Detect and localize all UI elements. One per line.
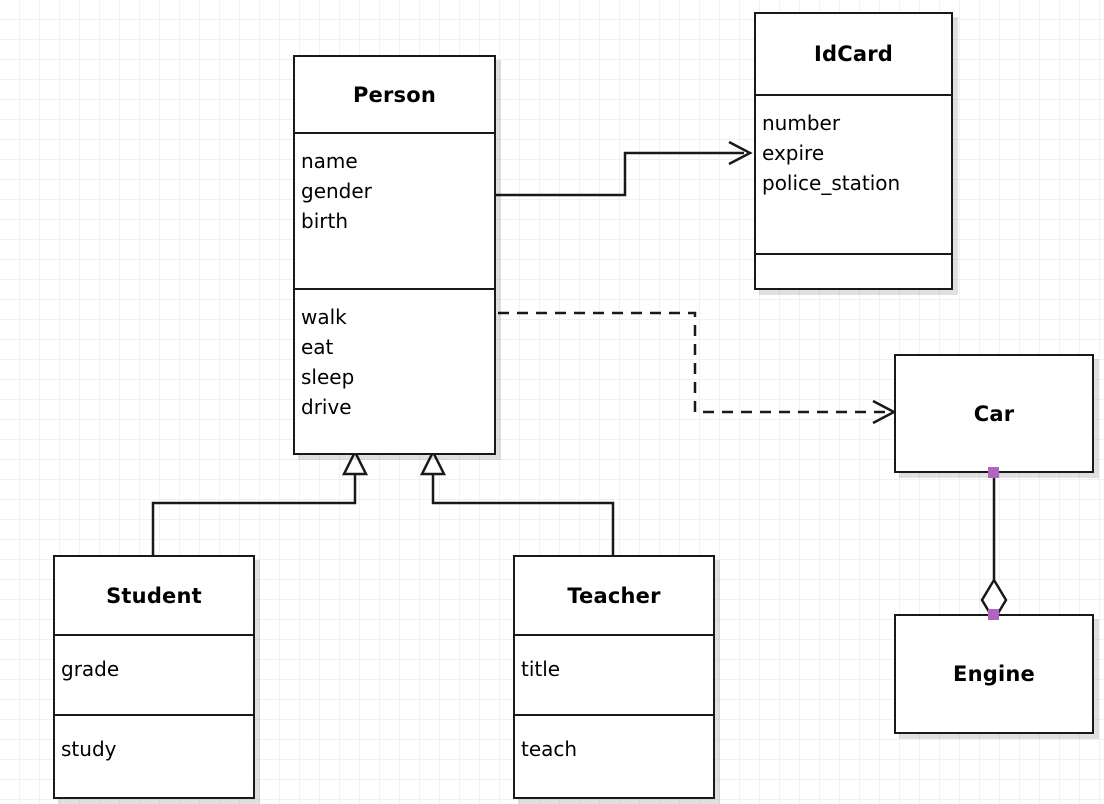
open-arrowhead-icon <box>872 399 897 425</box>
attribute-item: birth <box>301 209 348 233</box>
uml-class-student[interactable]: Student grade study <box>53 555 255 799</box>
edge-person-car[interactable] <box>498 311 897 425</box>
attributes-idcard: number expire police_station <box>756 94 951 253</box>
attribute-item: number <box>762 111 841 135</box>
method-item: eat <box>301 335 334 359</box>
methods-person: walk eat sleep drive <box>295 288 494 453</box>
hollow-triangle-arrowhead-icon <box>341 449 369 476</box>
open-arrowhead-icon <box>728 140 753 166</box>
edge-car-engine[interactable] <box>980 473 1008 623</box>
method-item: teach <box>521 737 578 761</box>
edge-student-person[interactable] <box>151 449 369 555</box>
method-item: drive <box>301 395 352 419</box>
attribute-item: police_station <box>762 171 901 195</box>
attributes-person: name gender birth <box>295 132 494 288</box>
method-item: sleep <box>301 365 355 389</box>
method-item: walk <box>301 305 347 329</box>
class-name-car: Car <box>973 401 1015 426</box>
methods-student: study <box>55 714 253 797</box>
methods-idcard <box>756 253 951 288</box>
uml-class-car[interactable]: Car <box>894 354 1094 473</box>
attribute-item: expire <box>762 141 825 165</box>
class-name-student: Student <box>106 583 202 608</box>
attributes-student: grade <box>55 634 253 714</box>
class-name-idcard: IdCard <box>813 42 894 66</box>
methods-teacher: teach <box>515 714 713 797</box>
uml-class-person[interactable]: Person name gender birth walk eat sleep … <box>293 55 496 455</box>
attribute-item: gender <box>301 179 372 203</box>
uml-class-idcard[interactable]: IdCard number expire police_station <box>754 12 953 290</box>
method-item: study <box>61 737 117 761</box>
uml-class-engine[interactable]: Engine <box>894 614 1094 734</box>
edge-person-idcard[interactable] <box>496 140 753 197</box>
class-name-teacher: Teacher <box>567 583 661 608</box>
attributes-teacher: title <box>515 634 713 714</box>
attribute-item: grade <box>61 657 120 681</box>
class-name-person: Person <box>352 82 437 107</box>
class-name-engine: Engine <box>953 662 1035 686</box>
uml-class-teacher[interactable]: Teacher title teach <box>513 555 715 799</box>
attribute-item: title <box>521 657 561 681</box>
attribute-item: name <box>301 149 358 173</box>
edge-teacher-person[interactable] <box>419 449 615 555</box>
hollow-triangle-arrowhead-icon <box>419 449 447 476</box>
